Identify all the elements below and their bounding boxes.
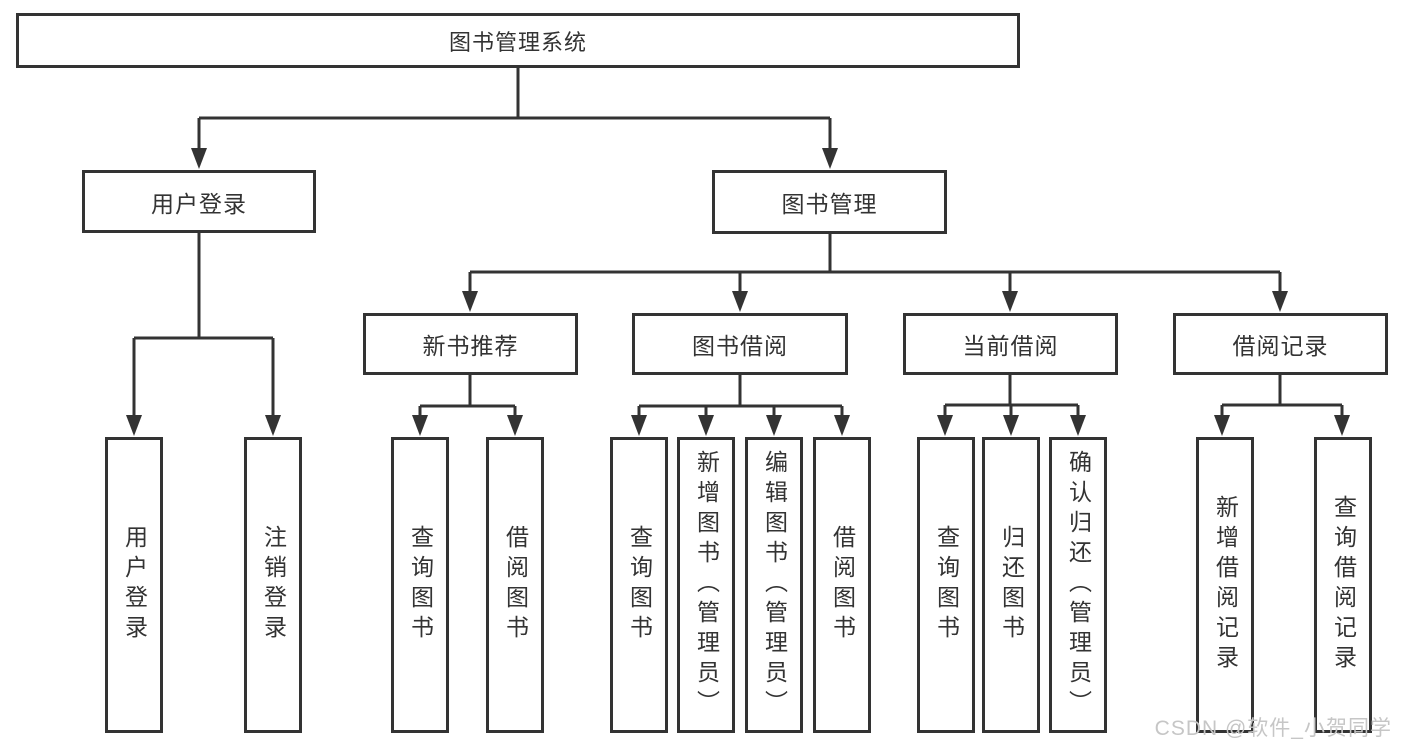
node-new-book-recommendation: 新书推荐 — [363, 313, 578, 375]
leaf-query-books-recommend: 查询图书 — [391, 437, 449, 733]
leaf-query-books-current: 查询图书 — [917, 437, 975, 733]
leaf-borrow-books-recommend: 借阅图书 — [486, 437, 544, 733]
leaf-confirm-return-admin-label: 确认归还（管理员） — [1065, 450, 1092, 720]
leaf-return-book-label: 归还图书 — [998, 525, 1025, 645]
csdn-watermark: CSDN @软件_小贺同学 — [1154, 717, 1392, 740]
leaf-confirm-return-admin: 确认归还（管理员） — [1049, 437, 1107, 733]
node-book-borrowing: 图书借阅 — [632, 313, 848, 375]
leaf-query-books-recommend-label: 查询图书 — [407, 525, 434, 645]
leaf-return-book: 归还图书 — [982, 437, 1040, 733]
leaf-edit-book-admin-label: 编辑图书（管理员） — [761, 450, 788, 720]
leaf-borrow-books-borrowing: 借阅图书 — [813, 437, 871, 733]
leaf-borrow-books-borrowing-label: 借阅图书 — [829, 525, 856, 645]
leaf-query-books-borrowing-label: 查询图书 — [626, 525, 653, 645]
node-borrowing-records: 借阅记录 — [1173, 313, 1388, 375]
leaf-logout: 注销登录 — [244, 437, 302, 733]
node-current-borrowing: 当前借阅 — [903, 313, 1118, 375]
leaf-query-books-borrowing: 查询图书 — [610, 437, 668, 733]
leaf-logout-label: 注销登录 — [260, 525, 287, 645]
leaf-query-borrow-record: 查询借阅记录 — [1314, 437, 1372, 733]
leaf-add-borrow-record-label: 新增借阅记录 — [1212, 495, 1239, 675]
leaf-add-book-admin-label: 新增图书（管理员） — [693, 450, 720, 720]
leaf-add-borrow-record: 新增借阅记录 — [1196, 437, 1254, 733]
leaf-add-book-admin: 新增图书（管理员） — [677, 437, 735, 733]
leaf-user-login: 用户登录 — [105, 437, 163, 733]
leaf-edit-book-admin: 编辑图书（管理员） — [745, 437, 803, 733]
leaf-query-books-current-label: 查询图书 — [933, 525, 960, 645]
leaf-query-borrow-record-label: 查询借阅记录 — [1330, 495, 1357, 675]
leaf-user-login-label: 用户登录 — [121, 525, 148, 645]
leaf-borrow-books-recommend-label: 借阅图书 — [502, 525, 529, 645]
node-library-management-system: 图书管理系统 — [16, 13, 1020, 68]
node-user-login: 用户登录 — [82, 170, 316, 233]
node-book-management: 图书管理 — [712, 170, 947, 234]
